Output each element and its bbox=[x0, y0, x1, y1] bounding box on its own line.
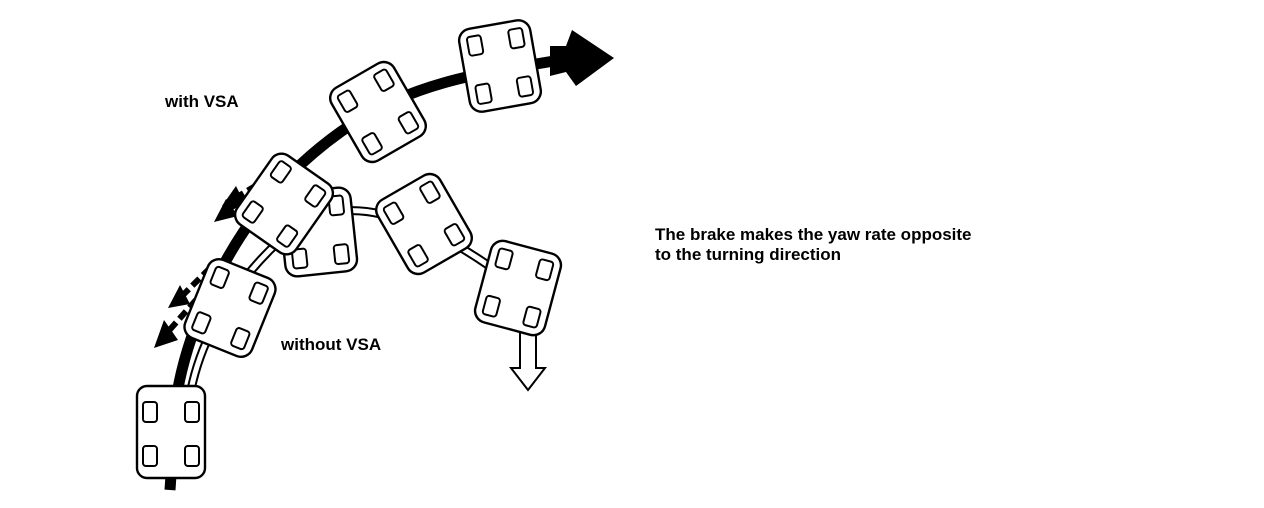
car-without-vsa-2 bbox=[370, 168, 478, 280]
caption-line-2: to the turning direction bbox=[655, 245, 842, 264]
car-with-vsa-4 bbox=[456, 17, 544, 115]
drift-arrow bbox=[508, 329, 548, 392]
car-start bbox=[135, 384, 207, 480]
without-vsa-label: without VSA bbox=[281, 335, 382, 354]
car-with-vsa-3 bbox=[324, 56, 432, 168]
with-vsa-label: with VSA bbox=[165, 92, 239, 111]
car-with-vsa-1 bbox=[179, 254, 281, 362]
with-vsa-arrow-head bbox=[550, 30, 614, 86]
caption-line-1: The brake makes the yaw rate opposite bbox=[655, 225, 972, 244]
car-without-vsa-3 bbox=[471, 236, 565, 340]
caption: The brake makes the yaw rate opposite to… bbox=[655, 225, 972, 265]
